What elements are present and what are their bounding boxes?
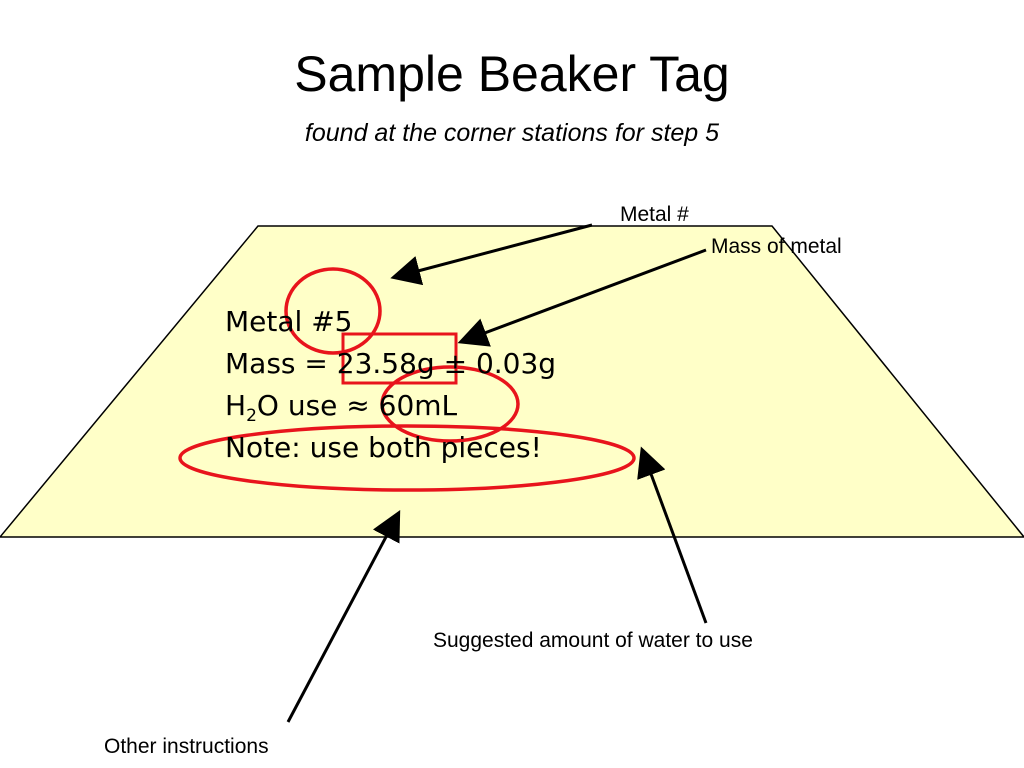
mass-tolerance: ± 0.03g <box>434 347 557 380</box>
beaker-tag-card <box>0 225 1024 538</box>
metal-number-line: Metal #5 <box>225 305 353 338</box>
metal-number-highlight-circle <box>284 267 382 355</box>
water-amount-arrow <box>637 446 708 624</box>
other-instructions-callout: Other instructions <box>104 735 269 758</box>
water-amount-callout: Suggested amount of water to use <box>433 629 753 652</box>
slide-title: Sample Beaker Tag <box>294 46 730 102</box>
mass-of-metal-arrow <box>457 248 707 347</box>
mass-label: Mass = <box>225 347 337 380</box>
other-instructions-arrow <box>286 510 401 723</box>
water-formula-h: H <box>225 389 247 422</box>
water-amount-text: O use ≈ 60mL <box>256 389 458 422</box>
note-line: Note: use both pieces! <box>225 431 542 464</box>
mass-value: 23.58g <box>336 347 435 380</box>
mass-value-highlight-box <box>341 332 458 385</box>
water-amount-highlight-circle <box>380 365 520 443</box>
metal-number-callout: Metal # <box>620 203 689 226</box>
water-formula-subscript: 2 <box>246 406 257 426</box>
beaker-tag-text: Metal #5 Mass = 23.58g ± 0.03g H2O use ≈… <box>225 301 556 469</box>
water-line: H2O use ≈ 60mL <box>225 385 556 427</box>
slide-subtitle: found at the corner stations for step 5 <box>304 119 720 147</box>
metal-number-arrow <box>390 223 593 286</box>
mass-line: Mass = 23.58g ± 0.03g <box>225 343 556 385</box>
note-highlight-ellipse <box>178 424 636 492</box>
mass-of-metal-callout: Mass of metal <box>711 235 842 258</box>
